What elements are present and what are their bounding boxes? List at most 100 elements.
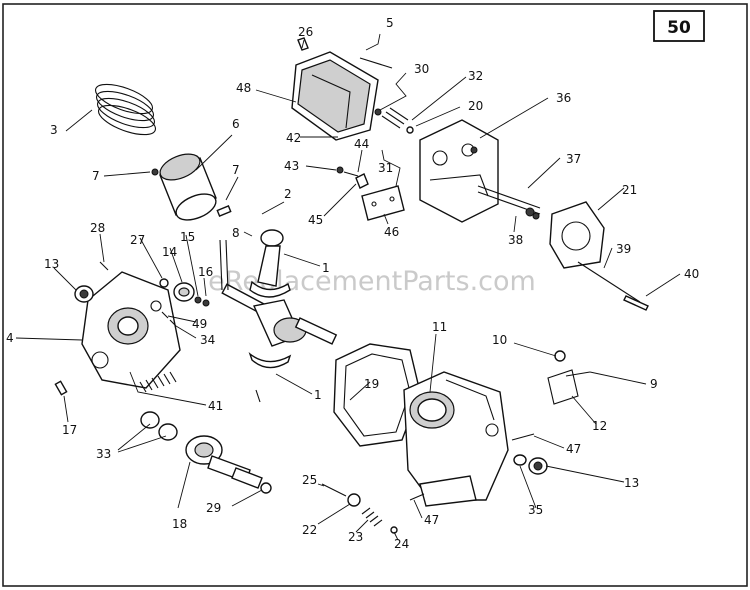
label-20: 20 [468,99,483,113]
label-7a: 7 [92,169,100,183]
oil-seal-right [528,457,548,475]
label-12: 12 [592,419,607,433]
intake-gasket [361,185,405,221]
governor-22 [347,493,361,507]
screw-28 [99,261,109,271]
rod-cap [248,352,292,369]
valve-spring [381,107,409,129]
screw-34 [169,319,177,327]
label-39: 39 [616,242,631,256]
valve-cover [291,51,379,141]
label-11: 11 [432,320,447,334]
label-27: 27 [130,233,145,247]
governor-spring-41 [139,371,177,393]
piston [159,153,217,221]
label-17: 17 [62,423,77,437]
label-9: 9 [650,377,658,391]
stud [359,57,393,69]
label-43: 43 [284,159,299,173]
label-22: 22 [302,523,317,537]
key-16 [202,299,210,307]
leader-lines [15,33,681,541]
piston-rings [95,83,156,136]
breather-plate-12 [547,369,579,405]
tappet [525,207,535,217]
label-28: 28 [90,221,105,235]
bolt-47-lower [409,493,425,501]
label-46: 46 [384,225,399,239]
dowel-pin-17 [54,380,68,396]
screw-25 [321,483,347,497]
label-44: 44 [354,137,369,151]
label-48: 48 [236,81,251,95]
piston-pin-clip [151,168,159,176]
diagram-frame [2,3,748,587]
label-25: 25 [302,473,317,487]
label-36: 36 [556,91,571,105]
label-49: 49 [192,317,207,331]
label-13b: 13 [624,476,639,490]
label-2: 2 [284,187,292,201]
valve-keeper [374,108,382,116]
label-40: 40 [684,267,699,281]
label-19: 19 [364,377,379,391]
label-35: 35 [528,503,543,517]
label-10: 10 [492,333,507,347]
label-41: 41 [208,399,223,413]
crankcase-block [403,371,509,507]
label-45: 45 [308,213,323,227]
bolt-47-upper [511,433,535,441]
page-number: 50 [667,18,691,38]
label-26: 26 [298,25,313,39]
piston-pin [216,205,232,217]
label-15: 15 [180,230,195,244]
label-14: 14 [162,245,177,259]
screw-49 [161,311,169,319]
label-4: 4 [6,331,14,345]
label-37: 37 [566,152,581,166]
label-1b: 1 [314,388,322,402]
oil-dipper-rod [219,239,229,291]
label-1a: 1 [322,261,330,275]
bolt-40 [623,295,649,311]
pin-44 [343,171,359,177]
head-gasket-bore [561,221,591,251]
label-47a: 47 [566,442,581,456]
label-31: 31 [378,161,393,175]
label-34: 34 [200,333,215,347]
reference-labels: 3 6 7 7 8 2 1 1 26 5 48 42 30 32 20 36 4… [6,16,699,551]
valve-retainer [406,126,414,134]
label-30: 30 [414,62,429,76]
label-18: 18 [172,517,187,531]
crankcase-cover [81,271,181,389]
label-6: 6 [232,117,240,131]
camshaft [185,435,263,489]
bolt-39-40 [577,261,641,303]
page-number-box: 50 [653,10,705,42]
label-32: 32 [468,69,483,83]
head-gasket [549,201,605,269]
label-24: 24 [394,537,409,551]
cylinder-head [419,119,499,223]
tab-45 [355,173,369,189]
rod-bolt [255,389,261,403]
washer-27 [159,278,169,288]
label-33: 33 [96,447,111,461]
screw-9 [565,371,591,377]
breather-10 [554,350,566,362]
label-7b: 7 [232,163,240,177]
crankshaft [221,283,338,347]
bearing-14 [173,282,195,302]
label-5: 5 [386,16,394,30]
label-42: 42 [286,131,301,145]
label-16: 16 [198,265,213,279]
governor-spring-23 [361,507,383,527]
label-47b: 47 [424,513,439,527]
gear-15 [194,296,202,304]
label-23: 23 [348,530,363,544]
label-21: 21 [622,183,637,197]
bearing-35 [513,454,527,466]
connecting-rod [249,229,291,298]
label-8: 8 [232,226,240,240]
